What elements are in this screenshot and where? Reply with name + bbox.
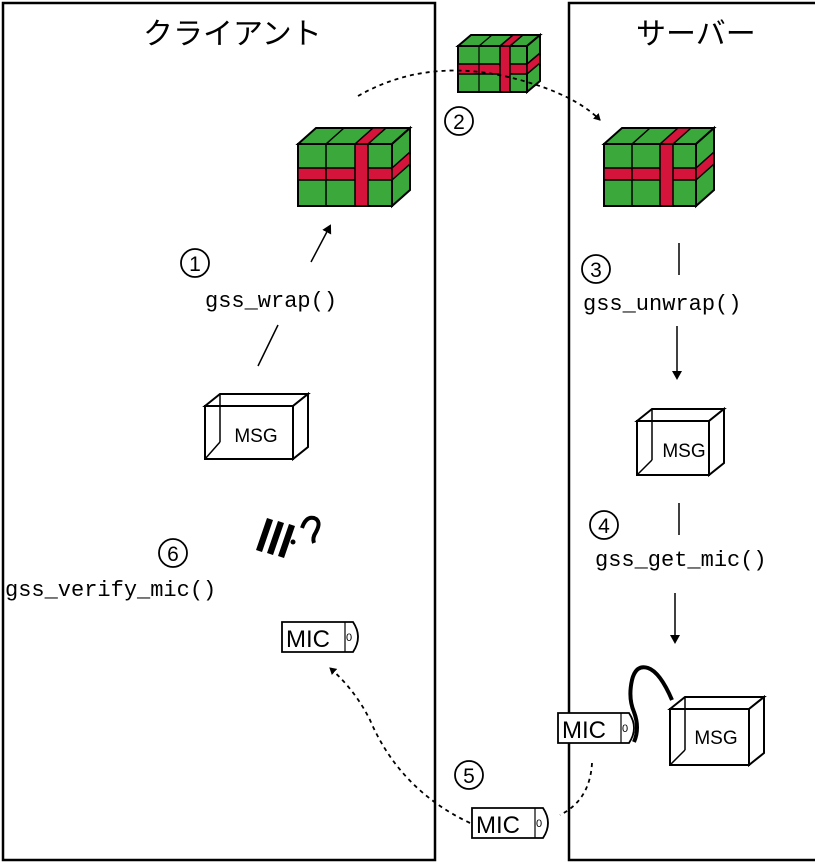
- wrap-connector: [257, 324, 279, 367]
- gss-verify-mic-call: gss_verify_mic(): [5, 578, 216, 603]
- step-2-marker: 2: [444, 106, 474, 136]
- step-1-marker: 1: [180, 248, 210, 278]
- step-4-marker: 4: [589, 510, 619, 540]
- step-5-marker: 5: [454, 760, 484, 790]
- transfer-mic-tag: MIC 0: [471, 807, 549, 839]
- server-tagged-msg-label: MSG: [694, 728, 737, 749]
- send-path: [357, 69, 601, 121]
- return-path-client: [329, 667, 471, 824]
- step-6-marker: 6: [158, 538, 188, 568]
- step-6-number: 6: [167, 543, 179, 566]
- transfer-package: [455, 32, 543, 95]
- client-title: クライアント: [143, 17, 322, 52]
- client-wrapped-package: [295, 125, 413, 209]
- server-tagged-msg-box: MSG: [667, 694, 767, 768]
- transfer-mic-label: MIC: [476, 812, 520, 839]
- server-msg-label: MSG: [662, 441, 705, 462]
- server-panel: [567, 1, 815, 862]
- server-wrapped-package: [601, 125, 717, 209]
- client-mic-label: MIC: [286, 626, 330, 653]
- server-msg-box: MSG: [634, 406, 727, 478]
- return-path-server: [559, 762, 593, 816]
- step-1-number: 1: [189, 253, 201, 276]
- client-msg-box: MSG: [202, 391, 311, 462]
- server-title: サーバー: [636, 17, 756, 52]
- client-mic-seal: 0: [346, 632, 352, 644]
- client-panel: [1, 1, 437, 862]
- gss-get-mic-call: gss_get_mic(): [595, 548, 767, 573]
- server-mic-label: MIC: [562, 717, 606, 744]
- step-5-number: 5: [463, 765, 475, 788]
- client-mic-tag: MIC 0: [281, 621, 359, 653]
- gss-wrap-call: gss_wrap(): [205, 289, 337, 314]
- client-msg-label: MSG: [234, 426, 277, 447]
- step-3-number: 3: [590, 259, 602, 282]
- step-4-number: 4: [598, 515, 610, 538]
- gss-unwrap-call: gss_unwrap(): [583, 292, 741, 317]
- compare-icon: [256, 515, 321, 558]
- tag-string: [628, 665, 674, 743]
- step-2-number: 2: [453, 111, 465, 134]
- server-mic-seal: 0: [622, 723, 628, 735]
- transfer-mic-seal: 0: [536, 818, 542, 830]
- wrap-arrow: [310, 224, 332, 263]
- server-mic-tag: MIC 0: [557, 712, 635, 744]
- step-3-marker: 3: [581, 254, 611, 284]
